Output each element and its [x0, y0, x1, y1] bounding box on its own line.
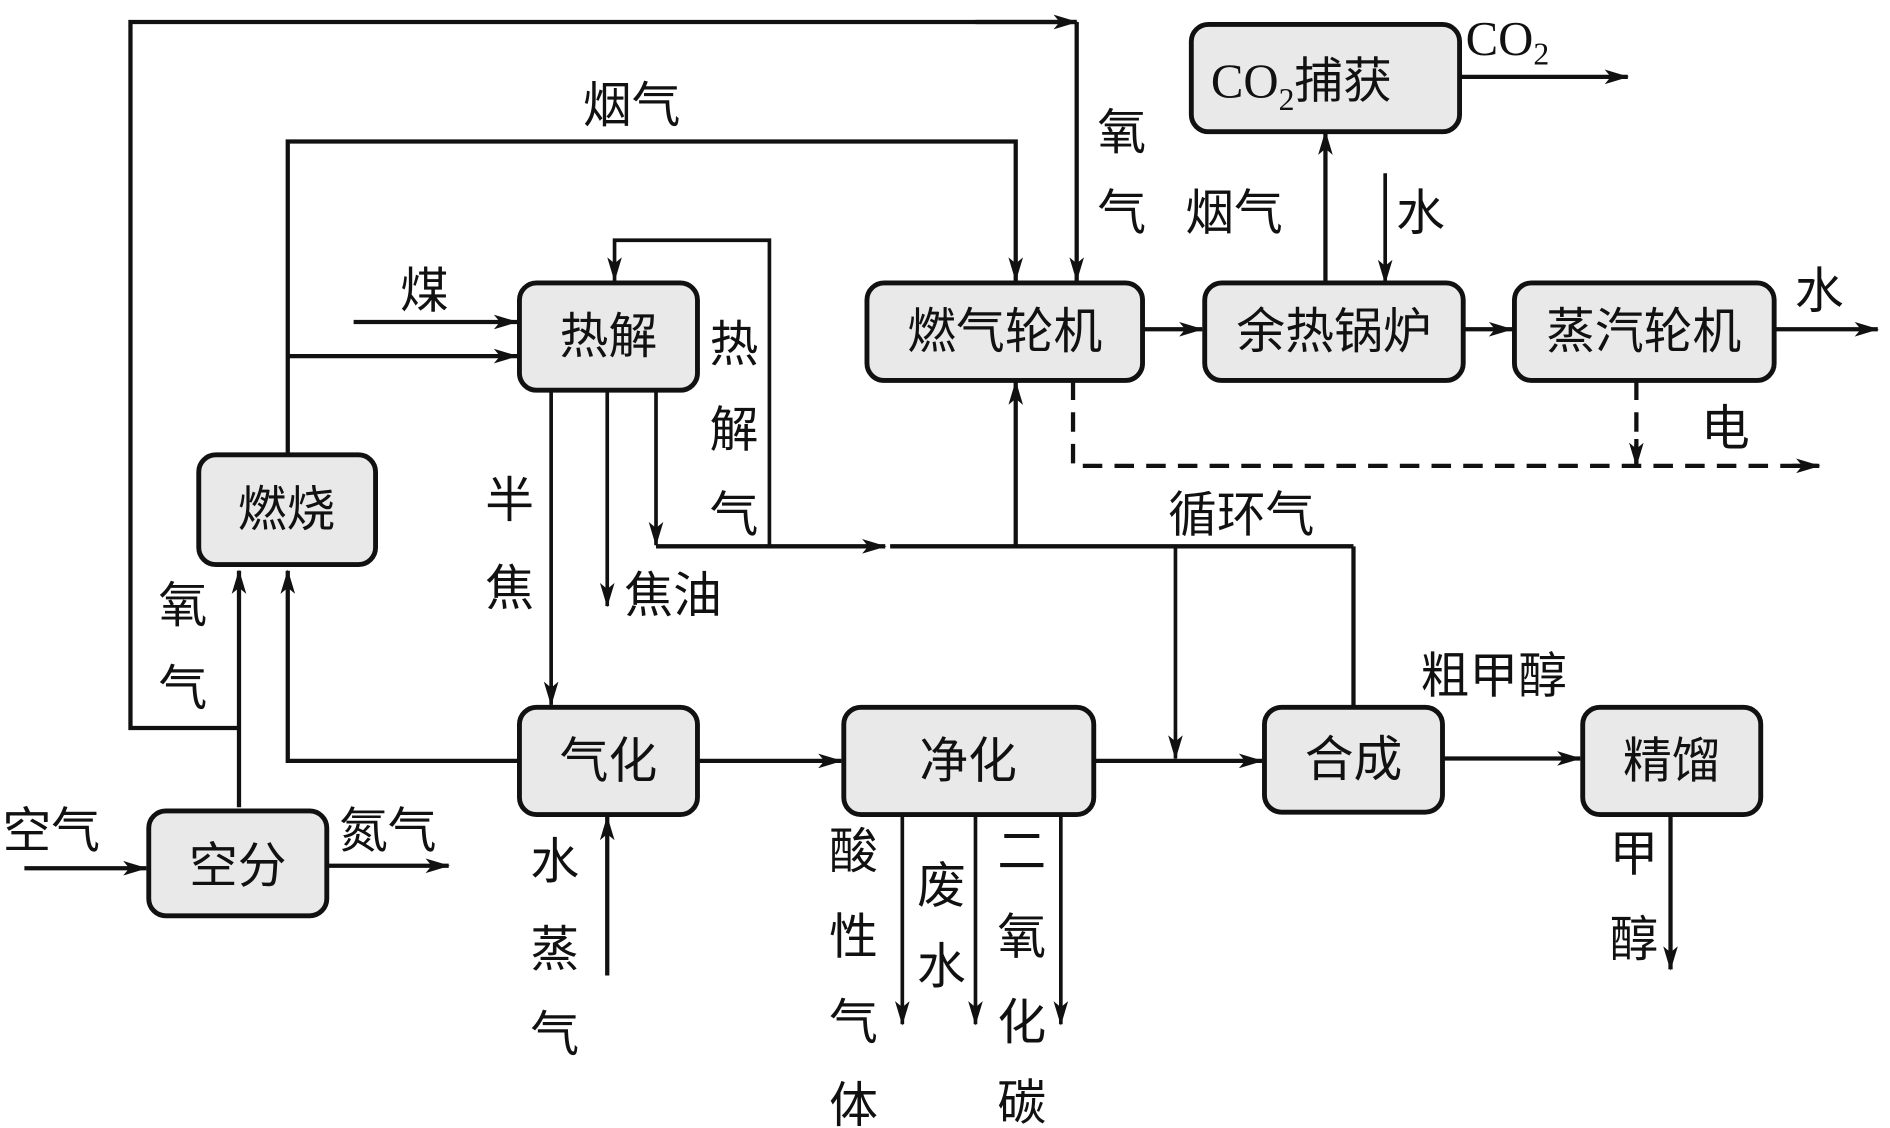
unit-synthesis-label: 合成	[1305, 731, 1403, 788]
unit-pyrolysis-label: 热解	[560, 308, 658, 365]
label-pyrolysis-gas-2: 解	[710, 401, 759, 458]
label-co2-removal-4: 碳	[997, 1074, 1046, 1128]
unit-purification-label: 净化	[919, 732, 1017, 789]
label-co2-removal-1: 二	[997, 823, 1046, 880]
label-acid-gas-3: 气	[829, 994, 878, 1051]
gasification-to-combustion-line	[280, 569, 520, 764]
unit-air-separation: 空分	[146, 808, 330, 919]
label-semi-coke-2: 焦	[485, 560, 534, 617]
label-steam-1: 水	[530, 833, 579, 890]
label-acid-gas-4: 体	[829, 1077, 878, 1128]
label-coal: 煤	[400, 262, 449, 319]
label-waste-water-1: 废	[917, 857, 966, 914]
label-acid-gas-1: 酸	[829, 823, 878, 880]
label-waste-water-2: 水	[917, 938, 966, 995]
label-co2-removal-2: 氧	[997, 909, 1046, 966]
label-pyrolysis-gas-3: 气	[710, 487, 759, 544]
label-steam-2: 蒸	[530, 921, 579, 978]
label-acid-gas-2: 性	[829, 909, 878, 966]
label-co2-out: CO2	[1466, 12, 1550, 72]
label-tar: 焦油	[624, 567, 722, 624]
unit-combustion-label: 燃烧	[238, 481, 336, 538]
unit-synthesis: 合成	[1262, 704, 1445, 815]
unit-gasification-label: 气化	[560, 732, 658, 789]
unit-gasification: 气化	[517, 704, 700, 818]
label-steam-3: 气	[530, 1006, 579, 1063]
label-pyrolysis-gas-1: 热	[710, 316, 759, 373]
pyrolysis-gas-loop-line	[607, 238, 772, 546]
label-oxygen-left-2: 气	[159, 660, 208, 717]
label-air: 空气	[2, 803, 100, 860]
label-co2-removal-3: 化	[997, 994, 1046, 1051]
flue-gas-line	[285, 139, 1024, 455]
label-oxygen-top-1: 氧	[1097, 104, 1146, 161]
electricity-dashed-line	[1070, 380, 1817, 468]
label-water-in: 水	[1396, 184, 1445, 241]
unit-pyrolysis: 热解	[517, 280, 700, 393]
label-crude-methanol: 粗甲醇	[1421, 648, 1567, 705]
unit-rectification-label: 精馏	[1623, 732, 1721, 789]
label-recycle-gas: 循环气	[1168, 487, 1314, 544]
label-methanol-2: 醇	[1610, 911, 1659, 968]
label-nitrogen: 氮气	[339, 803, 437, 860]
unit-gas-turbine: 燃气轮机	[864, 280, 1145, 383]
unit-steam-turbine-label: 蒸汽轮机	[1546, 303, 1741, 360]
unit-rectification: 精馏	[1580, 704, 1764, 818]
unit-purification: 净化	[841, 704, 1097, 818]
unit-combustion: 燃烧	[196, 452, 378, 568]
unit-co2-capture: CO2捕获	[1188, 21, 1463, 135]
label-oxygen-top-2: 气	[1097, 184, 1146, 241]
label-flue-gas-right: 烟气	[1185, 184, 1283, 241]
label-flue-gas-top: 烟气	[583, 77, 681, 134]
unit-steam-turbine: 蒸汽轮机	[1512, 280, 1777, 383]
unit-air-separation-label: 空分	[189, 837, 287, 894]
label-electricity: 电	[1701, 400, 1750, 457]
label-water-out: 水	[1795, 262, 1844, 319]
unit-gas-turbine-label: 燃气轮机	[907, 303, 1102, 360]
unit-waste-heat-boiler-label: 余热锅炉	[1236, 303, 1431, 360]
oxygen-to-gas-turbine-line	[128, 19, 1077, 731]
unit-waste-heat-boiler: 余热锅炉	[1202, 280, 1466, 383]
label-semi-coke-1: 半	[485, 472, 534, 529]
unit-co2-capture-label: CO2捕获	[1211, 53, 1392, 117]
label-methanol-1: 甲	[1610, 826, 1659, 883]
label-oxygen-left-1: 氧	[159, 577, 208, 634]
